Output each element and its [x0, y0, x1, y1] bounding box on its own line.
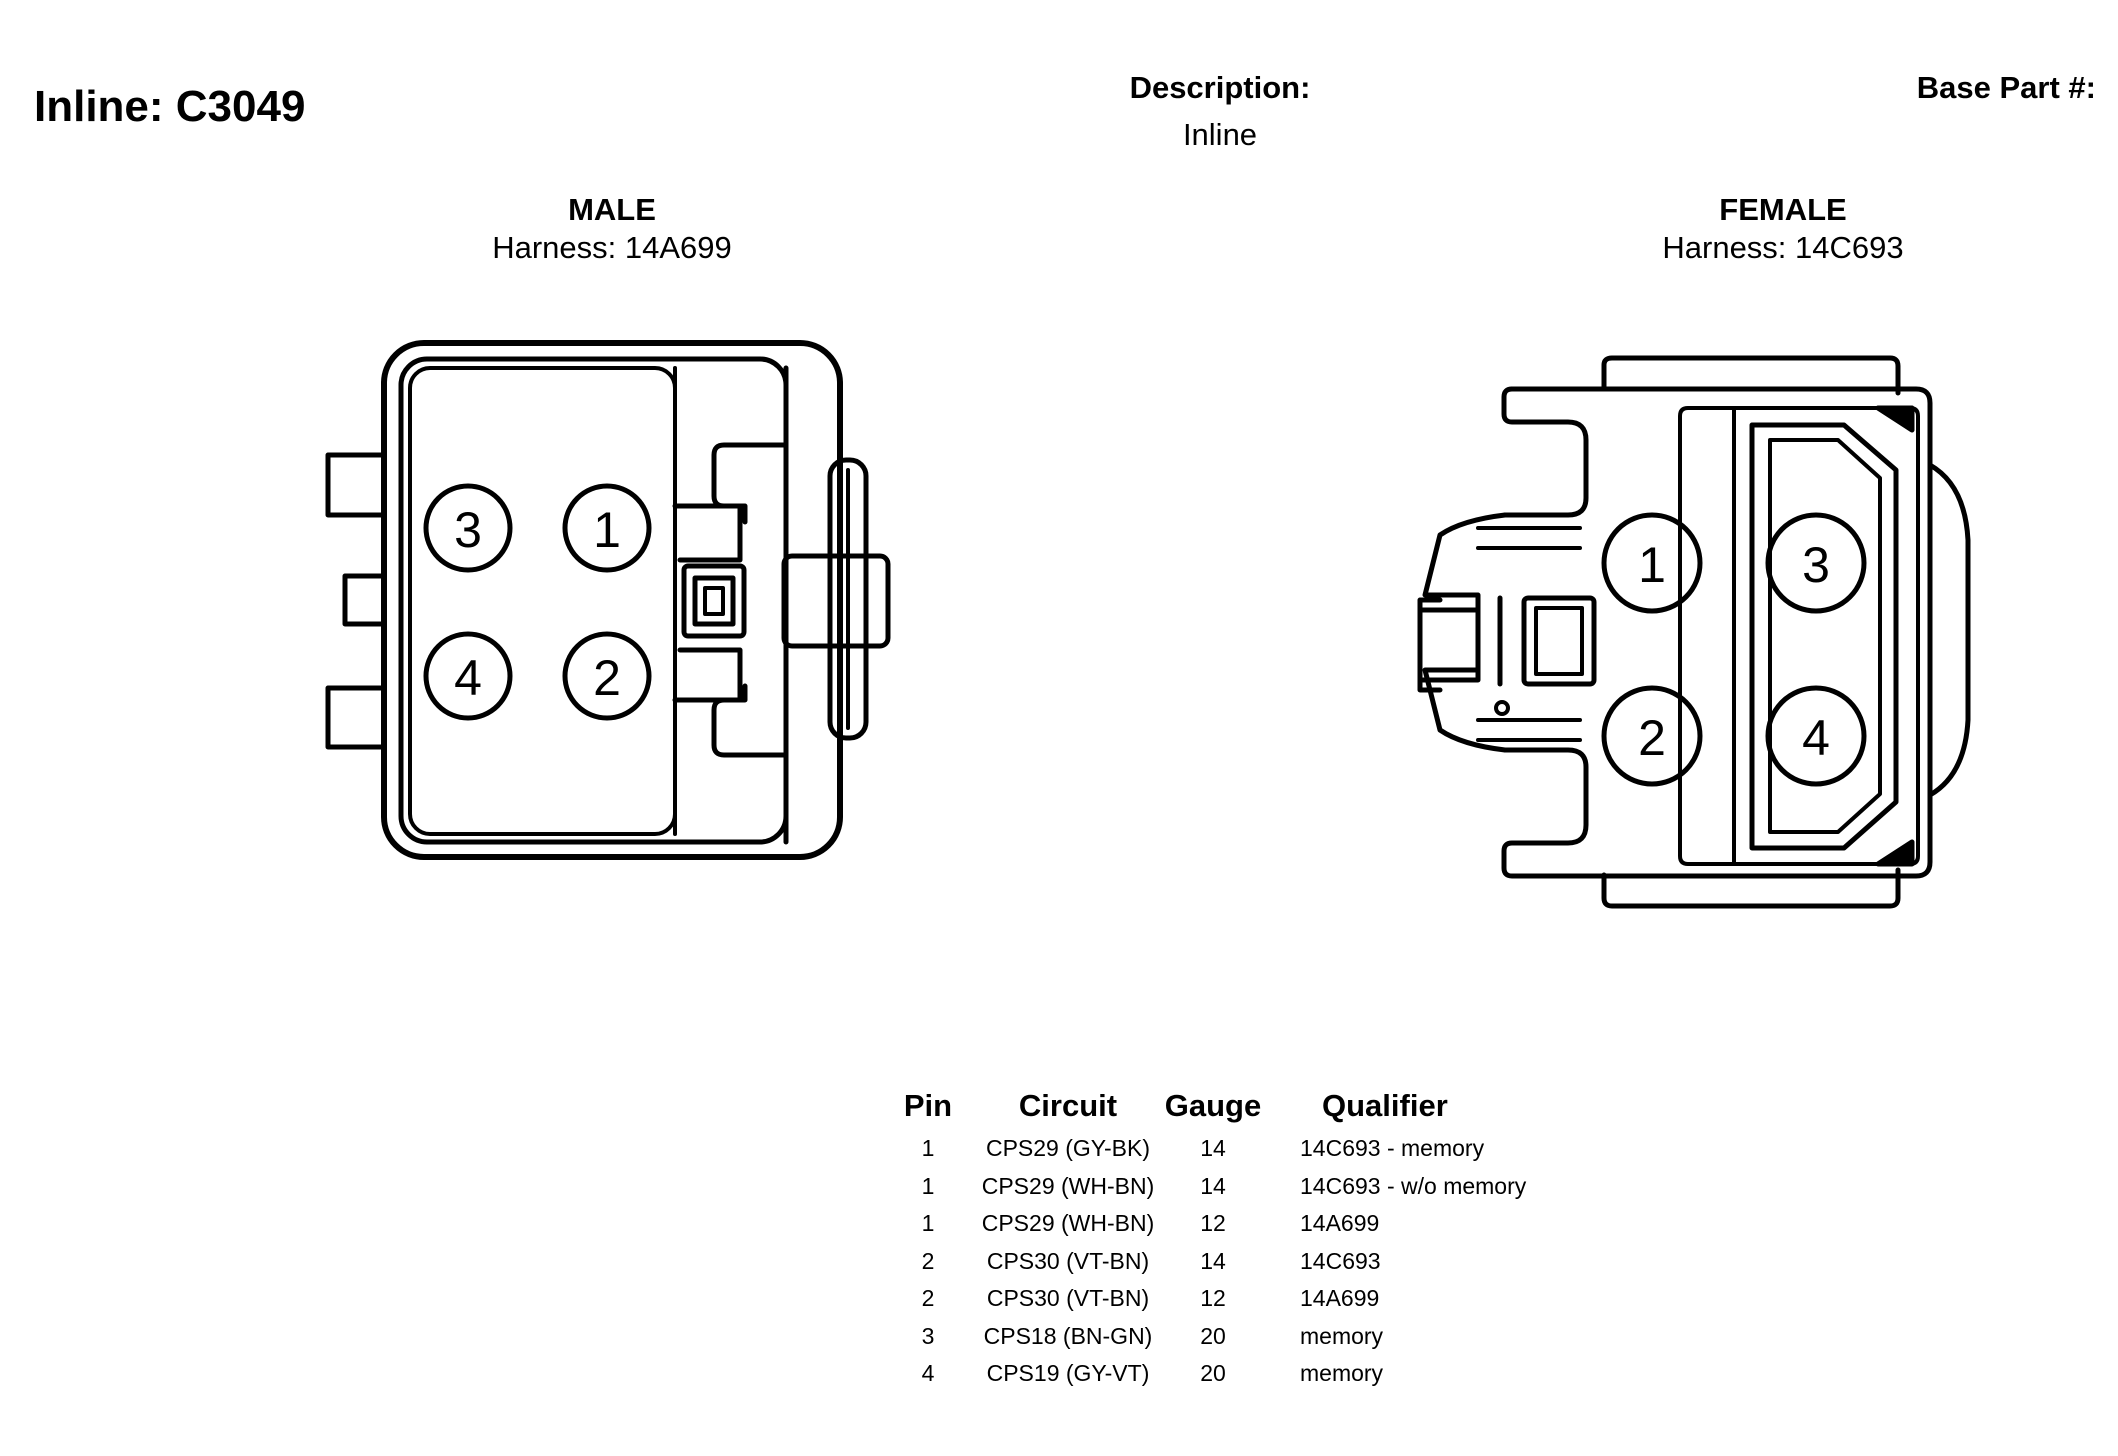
- table-row: 2 CPS30 (VT-BN) 14 14C693: [880, 1243, 1622, 1281]
- cell-circuit: CPS29 (WH-BN): [981, 1172, 1155, 1199]
- table-header-row: Pin Circuit Gauge Qualifier: [880, 1082, 1622, 1130]
- female-pin-2: [1601, 685, 1703, 787]
- male-pin-4: [423, 631, 513, 721]
- male-pin-1: [562, 483, 652, 573]
- cell-qualifier: memory: [1300, 1360, 1384, 1387]
- cell-pin: 1: [921, 1135, 935, 1162]
- cell-qualifier: 14A699: [1300, 1210, 1380, 1237]
- cell-qualifier: memory: [1300, 1322, 1384, 1349]
- page-title: Inline: C3049: [34, 82, 306, 131]
- cell-gauge: 12: [1200, 1210, 1226, 1237]
- pin-table: Pin Circuit Gauge Qualifier 1 CPS29 (GY-…: [880, 1082, 1622, 1393]
- table-header-gauge: Gauge: [1164, 1088, 1262, 1123]
- female-pin-4: [1765, 685, 1867, 787]
- table-header-qualifier: Qualifier: [1322, 1088, 1448, 1123]
- cell-gauge: 14: [1200, 1135, 1226, 1162]
- male-pin-label: 1: [593, 502, 621, 558]
- male-pin-label: 3: [454, 502, 482, 558]
- table-row: 1 CPS29 (GY-BK) 14 14C693 - memory: [880, 1130, 1622, 1168]
- cell-pin: 2: [921, 1247, 935, 1274]
- female-title: FEMALE: [1719, 192, 1847, 227]
- female-pin-1: [1601, 512, 1703, 614]
- cell-gauge: 14: [1200, 1172, 1226, 1199]
- cell-gauge: 20: [1200, 1360, 1226, 1387]
- description-label: Description:: [1129, 70, 1311, 105]
- cell-circuit: CPS29 (GY-BK): [985, 1135, 1151, 1162]
- male-pin-2: [562, 631, 652, 721]
- description-value: Inline: [1182, 117, 1258, 152]
- cell-pin: 3: [921, 1322, 935, 1349]
- male-harness: Harness: 14A699: [492, 230, 732, 265]
- male-pin-label: 4: [454, 650, 482, 706]
- cell-pin: 4: [921, 1360, 935, 1387]
- cell-qualifier: 14A699: [1300, 1285, 1380, 1312]
- male-connector: [325, 340, 891, 860]
- cell-qualifier: 14C693 - memory: [1300, 1135, 1485, 1162]
- female-pin-3: [1765, 512, 1867, 614]
- cell-circuit: CPS30 (VT-BN): [986, 1285, 1150, 1312]
- cell-circuit: CPS19 (GY-VT): [986, 1360, 1150, 1387]
- male-pin-labels: 3 1 4 2: [454, 502, 621, 706]
- cell-circuit: CPS18 (BN-GN): [983, 1322, 1153, 1349]
- table-row: 1 CPS29 (WH-BN) 14 14C693 - w/o memory: [880, 1168, 1622, 1206]
- female-pin-label: 1: [1638, 537, 1666, 593]
- table-header-pin: Pin: [903, 1088, 953, 1123]
- female-pin-labels: 1 3 2 4: [1638, 537, 1830, 766]
- cell-gauge: 14: [1200, 1247, 1226, 1274]
- cell-qualifier: 14C693: [1300, 1247, 1381, 1274]
- table-row: 4 CPS19 (GY-VT) 20 memory: [880, 1355, 1622, 1393]
- cell-circuit: CPS29 (WH-BN): [981, 1210, 1155, 1237]
- male-title: MALE: [568, 192, 656, 227]
- female-pin-label: 4: [1802, 710, 1830, 766]
- table-header-circuit: Circuit: [1018, 1088, 1118, 1123]
- table-row: 1 CPS29 (WH-BN) 12 14A699: [880, 1205, 1622, 1243]
- male-pin-3: [423, 483, 513, 573]
- cell-pin: 1: [921, 1172, 935, 1199]
- cell-pin: 2: [921, 1285, 935, 1312]
- cell-pin: 1: [921, 1210, 935, 1237]
- female-pin-label: 3: [1802, 537, 1830, 593]
- cell-gauge: 12: [1200, 1285, 1226, 1312]
- base-part-label: Base Part #:: [1916, 70, 2096, 105]
- female-harness: Harness: 14C693: [1662, 230, 1904, 265]
- female-connector: [1417, 355, 1971, 909]
- table-row: 2 CPS30 (VT-BN) 12 14A699: [880, 1280, 1622, 1318]
- female-pin-label: 2: [1638, 710, 1666, 766]
- cell-qualifier: 14C693 - w/o memory: [1300, 1172, 1527, 1199]
- cell-circuit: CPS30 (VT-BN): [986, 1247, 1150, 1274]
- cell-gauge: 20: [1200, 1322, 1226, 1349]
- male-pin-label: 2: [593, 650, 621, 706]
- table-row: 3 CPS18 (BN-GN) 20 memory: [880, 1318, 1622, 1356]
